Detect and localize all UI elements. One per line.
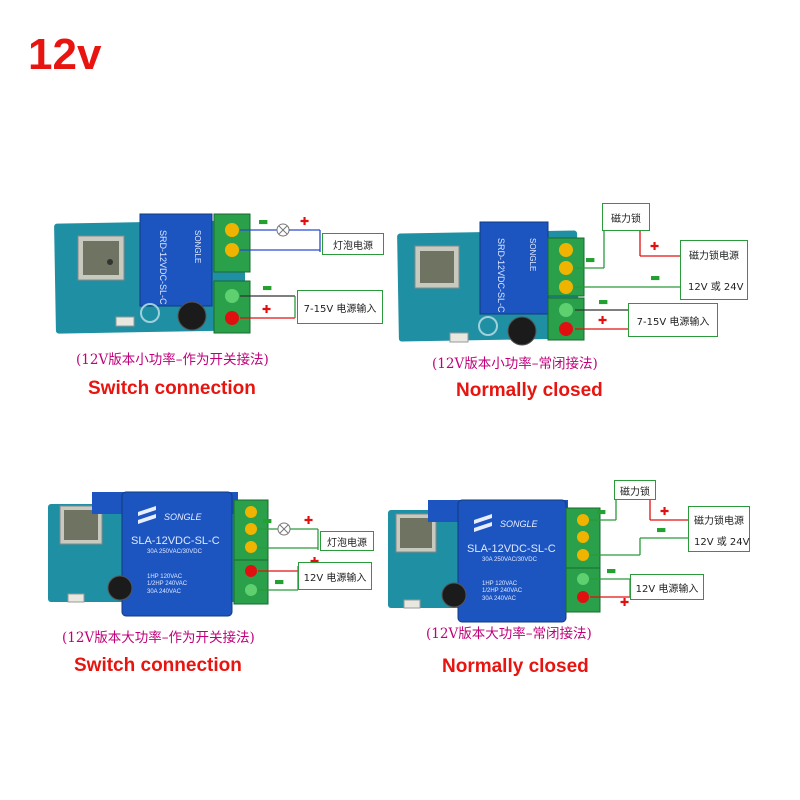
relay-text: SRD-12VDC-SL-C bbox=[158, 230, 168, 305]
svg-text:1HP 120VAC: 1HP 120VAC bbox=[147, 574, 183, 580]
svg-text:SONGLE: SONGLE bbox=[528, 238, 537, 271]
svg-text:✚: ✚ bbox=[660, 505, 669, 518]
label-power-input-3: 12V 电源输入 bbox=[298, 562, 372, 590]
svg-text:▬: ▬ bbox=[262, 281, 272, 294]
svg-text:▬: ▬ bbox=[274, 575, 284, 588]
label-maglock-4: 磁力锁 bbox=[614, 480, 656, 500]
svg-text:SONGLE: SONGLE bbox=[164, 512, 203, 522]
label-power-input-2: 7-15V 电源输入 bbox=[628, 303, 718, 337]
caption-cn-2: (12V版本小功率–常闭接法) bbox=[432, 356, 598, 372]
svg-text:▬: ▬ bbox=[585, 253, 595, 266]
caption-cn-1: (12V版本小功率–作为开关接法) bbox=[76, 352, 269, 368]
svg-text:SRD-12VDC-SL-C: SRD-12VDC-SL-C bbox=[496, 238, 506, 313]
svg-text:30A 240VAC: 30A 240VAC bbox=[147, 589, 182, 595]
bulb-icon bbox=[276, 223, 290, 237]
svg-text:▬: ▬ bbox=[650, 271, 660, 284]
capacitor bbox=[177, 301, 207, 331]
caption-cn-4: (12V版本大功率–常闭接法) bbox=[426, 626, 592, 642]
svg-text:30A 250VAC/30VDC: 30A 250VAC/30VDC bbox=[147, 549, 203, 555]
svg-text:1/2HP 240VAC: 1/2HP 240VAC bbox=[147, 581, 188, 587]
label-power-input: 7-15V 电源输入 bbox=[297, 290, 383, 324]
svg-text:SLA-12VDC-SL-C: SLA-12VDC-SL-C bbox=[467, 543, 556, 555]
label-bulb-power: 灯泡电源 bbox=[322, 233, 384, 255]
label-12v-24v-4: 12V 或 24V bbox=[694, 537, 750, 548]
terminal-block-bottom bbox=[213, 280, 251, 334]
svg-text:▬: ▬ bbox=[258, 215, 268, 228]
label-12v-24v: 12V 或 24V bbox=[688, 282, 744, 293]
caption-en-1: Switch connection bbox=[88, 378, 256, 399]
svg-text:▬: ▬ bbox=[262, 514, 272, 527]
svg-text:1HP 120VAC: 1HP 120VAC bbox=[482, 581, 518, 587]
label-bulb-power-3: 灯泡电源 bbox=[320, 531, 374, 551]
svg-text:30A 240VAC: 30A 240VAC bbox=[482, 596, 517, 602]
label-maglock: 磁力锁 bbox=[602, 203, 650, 231]
svg-text:✚: ✚ bbox=[620, 596, 629, 609]
svg-text:SONGLE: SONGLE bbox=[193, 230, 202, 263]
svg-text:1/2HP 240VAC: 1/2HP 240VAC bbox=[482, 588, 523, 594]
svg-text:SONGLE: SONGLE bbox=[500, 519, 539, 529]
svg-text:✚: ✚ bbox=[300, 215, 309, 228]
page-title: 12v bbox=[28, 30, 102, 79]
relay bbox=[139, 213, 213, 307]
svg-text:✚: ✚ bbox=[262, 303, 271, 316]
svg-text:✚: ✚ bbox=[310, 555, 319, 568]
svg-text:✚: ✚ bbox=[598, 314, 607, 327]
label-power-input-4: 12V 电源输入 bbox=[630, 574, 704, 600]
svg-text:30A 250VAC/30VDC: 30A 250VAC/30VDC bbox=[482, 557, 538, 563]
label-maglock-power: 磁力锁电源 bbox=[680, 240, 748, 300]
caption-en-4: Normally closed bbox=[442, 656, 589, 677]
svg-text:✚: ✚ bbox=[650, 240, 659, 253]
svg-text:SLA-12VDC-SL-C: SLA-12VDC-SL-C bbox=[131, 535, 220, 547]
caption-cn-3: (12V版本大功率–作为开关接法) bbox=[62, 630, 255, 646]
svg-text:✚: ✚ bbox=[304, 514, 313, 527]
label-maglock-power-4: 磁力锁电源 bbox=[688, 506, 750, 552]
svg-text:▬: ▬ bbox=[606, 564, 616, 577]
caption-en-3: Switch connection bbox=[74, 655, 242, 676]
svg-text:▬: ▬ bbox=[598, 295, 608, 308]
caption-en-2: Normally closed bbox=[456, 380, 603, 401]
svg-text:▬: ▬ bbox=[656, 523, 666, 536]
svg-text:▬: ▬ bbox=[596, 505, 606, 518]
